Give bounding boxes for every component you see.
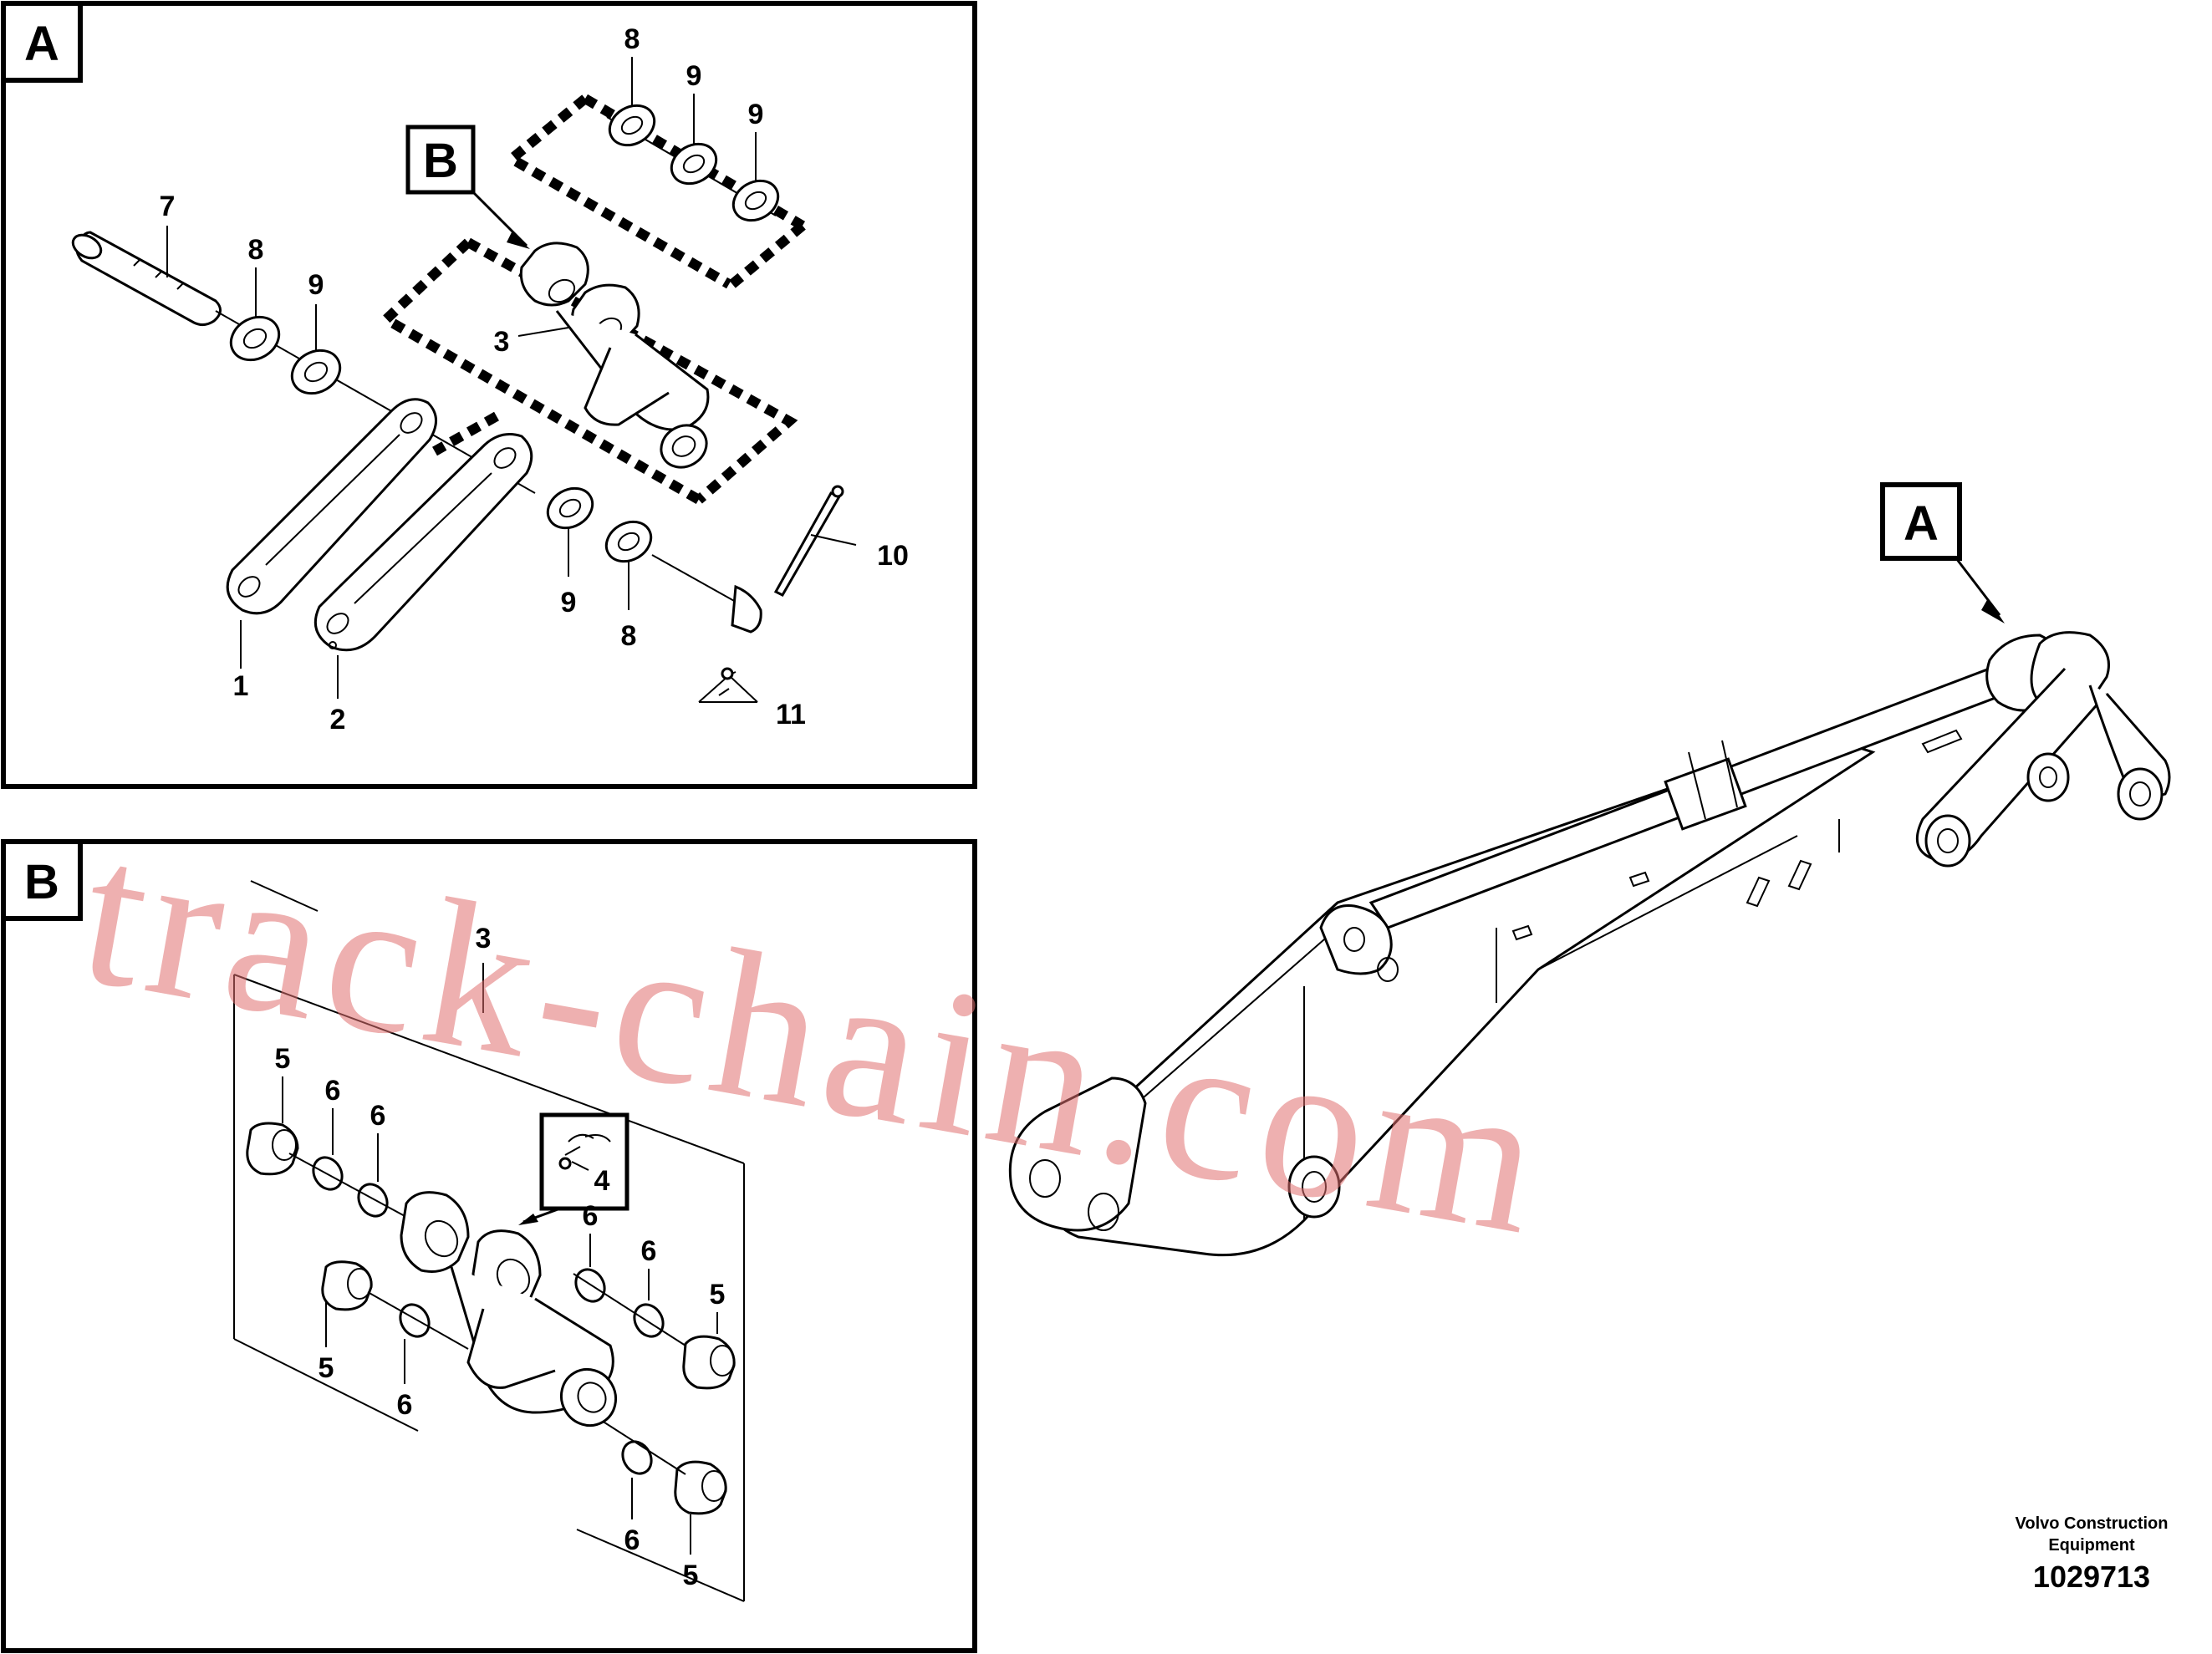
boom-overview: A — [1008, 482, 2171, 1257]
callout-6-top-1: 6 — [325, 1075, 341, 1107]
callout-3: 3 — [494, 326, 510, 358]
washers-top — [608, 104, 780, 222]
link-assembly-3-drawing — [519, 242, 710, 469]
callout-6-bottom-right: 6 — [624, 1524, 640, 1556]
callout-5-top-left: 5 — [275, 1043, 291, 1075]
callout-8-left: 8 — [248, 234, 264, 266]
washers-left — [229, 315, 342, 395]
callout-6-right-1: 6 — [583, 1200, 599, 1232]
panel-b-tag: B — [24, 855, 59, 909]
callout-9-bottom: 9 — [561, 587, 577, 618]
panel-a-tag: A — [24, 17, 59, 71]
detail-b-tag-text: B — [423, 134, 458, 188]
watermark-text: track-chain.com — [67, 795, 1562, 1280]
brand-line-2: Equipment — [2048, 1536, 2135, 1555]
callout-8-bottom: 8 — [621, 620, 637, 652]
link-1-drawing — [226, 398, 437, 615]
callout-3-b: 3 — [476, 923, 492, 954]
callout-6-bottom-left: 6 — [397, 1389, 413, 1421]
panel-b: B — [1, 839, 977, 1653]
panel-a: A — [1, 1, 977, 789]
detail-b-tag: B — [405, 125, 530, 249]
brand-line-1: Volvo Construction — [2015, 1514, 2169, 1533]
callout-7: 7 — [160, 191, 176, 222]
document-number: 1029713 — [2032, 1560, 2151, 1594]
callout-9-top-1: 9 — [686, 60, 702, 92]
callout-2: 2 — [330, 704, 346, 735]
link-2-drawing — [313, 433, 533, 652]
dashed-bracket-mid — [378, 237, 798, 505]
callout-6-top-2: 6 — [370, 1100, 386, 1132]
callout-8-top: 8 — [624, 23, 640, 55]
callout-4: 4 — [594, 1165, 610, 1197]
grease-nipple-callout-4: 4 — [518, 1112, 629, 1225]
overview-a-tag: A — [1904, 496, 1939, 551]
bushings-rings — [246, 1122, 736, 1515]
callout-9-top-2: 9 — [748, 99, 764, 130]
washers-right — [546, 486, 736, 603]
pin-bolt-nut-drawing — [698, 485, 857, 703]
leader-lines-b — [282, 1076, 718, 1555]
exploded-frame — [233, 880, 745, 1602]
callout-1: 1 — [233, 670, 249, 702]
callout-11: 11 — [776, 699, 806, 730]
leader-lines-a — [166, 57, 757, 699]
link-assembly-b-drawing — [400, 1191, 618, 1428]
callout-10: 10 — [877, 540, 909, 572]
callout-6-right-2: 6 — [641, 1235, 657, 1267]
callout-5-right: 5 — [710, 1279, 726, 1310]
callout-9-left: 9 — [308, 269, 324, 301]
callout-5-bottom-right: 5 — [683, 1560, 699, 1591]
callout-5-bottom-left: 5 — [319, 1352, 334, 1384]
